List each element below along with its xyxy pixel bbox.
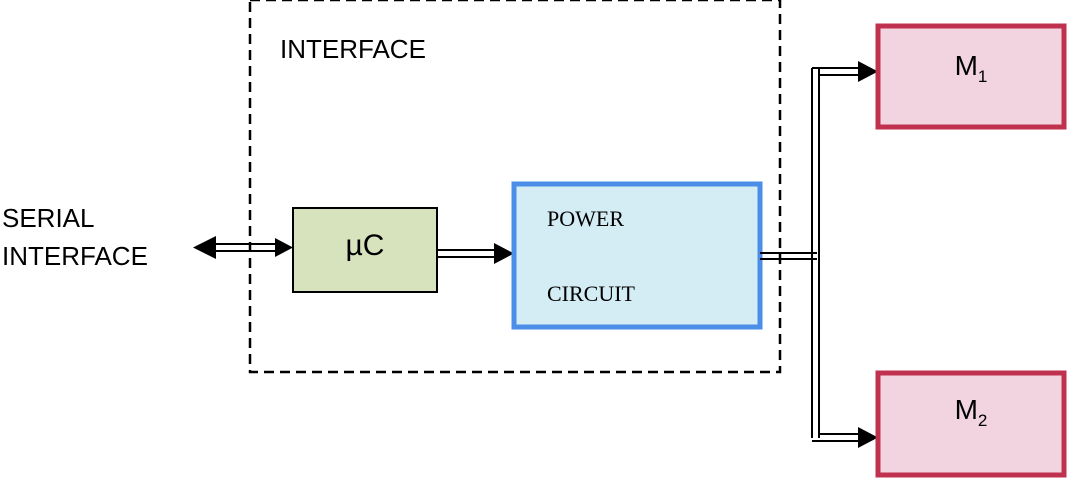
power-circuit-label-line1: POWER <box>547 206 624 231</box>
interface-boundary <box>248 0 782 374</box>
serial-interface-label-line1: SERIAL <box>2 203 95 233</box>
uc-to-power-arrow <box>437 243 514 264</box>
power-circuit-label-line2: CIRCUIT <box>547 281 635 306</box>
power-circuit-block <box>511 181 763 330</box>
bus-to-m1-arrow <box>812 61 878 82</box>
bus-to-m2-arrow <box>812 427 878 448</box>
motor-2-label: M2 <box>878 394 1064 430</box>
motor-1-subscript: 1 <box>977 67 988 86</box>
serial-link-arrow <box>193 236 293 259</box>
interface-title: INTERFACE <box>280 34 426 64</box>
motor-1-label: M1 <box>878 50 1064 86</box>
serial-interface-label-line2: INTERFACE <box>2 241 148 271</box>
motor-2-subscript: 2 <box>977 411 988 430</box>
motor-1-letter: M <box>954 50 978 81</box>
power-output-bus <box>760 68 820 438</box>
motor-1-block <box>875 23 1067 130</box>
motor-2-block <box>875 370 1067 478</box>
microcontroller-label: µC <box>345 229 385 262</box>
motor-2-letter: M <box>954 394 978 425</box>
microcontroller-block <box>292 207 438 293</box>
